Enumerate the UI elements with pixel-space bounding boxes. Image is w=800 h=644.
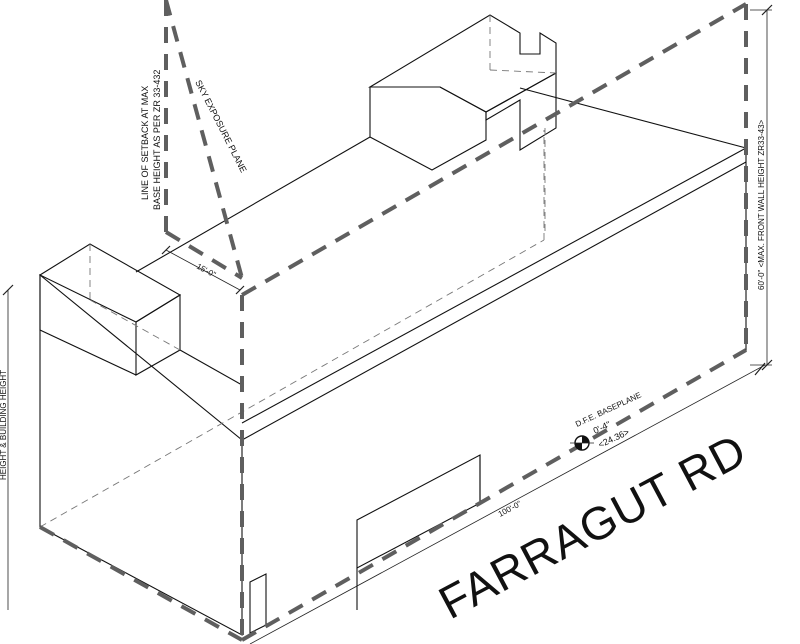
frontage-dim-text: 100'-0" — [497, 499, 523, 519]
annotations: LINE OF SETBACK AT MAX BASE HEIGHT AS PE… — [0, 70, 766, 629]
entry-door — [249, 573, 267, 634]
envelope-sky-exposure — [164, 0, 244, 279]
setback-dim-text: 15'-0" — [195, 262, 217, 280]
building-height-note: HEIGHT & BUILDING HEIGHT — [0, 370, 8, 480]
bulkhead-rear — [368, 14, 557, 235]
dimensions — [2, 4, 773, 644]
bulkhead-left-hidden-2 — [89, 299, 181, 351]
envelope-max-base-height — [240, 2, 748, 297]
bulkhead-left-side — [39, 275, 137, 376]
roof-back-edge — [135, 136, 371, 273]
bulkhead-rear-hidden-2 — [489, 69, 557, 74]
bulkhead-rear-top — [368, 14, 557, 113]
envelope-setback-return — [164, 230, 244, 280]
setback-dim-line — [165, 249, 241, 291]
setback-note-line-1: LINE OF SETBACK AT MAX — [140, 86, 150, 200]
sky-exposure-note: SKY EXPOSURE PLANE — [193, 78, 248, 174]
setback-note-line-2: BASE HEIGHT AS PER ZR 33-432 — [152, 70, 162, 210]
hidden-back-base — [39, 239, 545, 528]
bulkhead-left-top — [38, 243, 182, 323]
bulkhead-rear-front — [369, 86, 487, 171]
front-wall-mid-edge — [241, 147, 747, 424]
front-wall-top-edge — [241, 161, 747, 441]
envelope-base-front — [241, 348, 747, 642]
zoning-envelope — [39, 0, 748, 642]
roof-left-edge — [179, 349, 243, 386]
hidden-edges — [39, 130, 545, 528]
building-mass — [39, 87, 747, 636]
frontage-dim-line — [249, 364, 766, 644]
roof-back-edge-2 — [519, 87, 747, 149]
left-front-wall — [39, 273, 243, 636]
bulkhead-left-front — [135, 294, 181, 376]
envelope-base-left — [39, 525, 243, 642]
bulkhead-left — [38, 243, 182, 376]
bulkhead-rear-right — [485, 72, 557, 151]
front-wall-height-note: 60'-0" <MAX. FRONT WALL HEIGHT ZR33-43> — [757, 119, 766, 290]
street-name: FARRAGUT RD — [430, 423, 754, 628]
